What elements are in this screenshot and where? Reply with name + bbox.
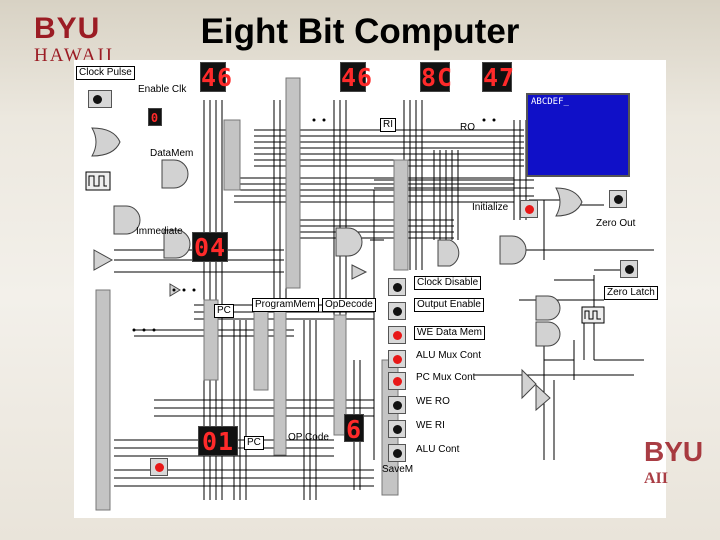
pc-display: 01 [198,426,238,456]
toggle-icon [393,355,402,364]
toggle-icon [393,331,402,340]
save-button-icon [155,463,164,472]
initialize-button[interactable] [520,200,538,218]
enable-clk-display: 0 [148,108,162,126]
control-label-pc-mux-cont: PC Mux Cont [416,372,476,383]
watermark-hawaii-text: AII [644,470,669,487]
circuit-wiring [85,77,654,511]
control-label-we-ro: WE RO [416,396,450,407]
control-toggle-alu-mux-cont[interactable] [388,350,406,368]
control-label-we-data-mem: WE Data Mem [414,326,486,340]
zero-out-label: Zero Out [596,218,636,229]
toggle-icon [393,401,402,410]
control-toggle-clock-disable[interactable] [388,278,406,296]
save-button[interactable] [150,458,168,476]
enable-clk-label: Enable Clk [138,84,187,95]
immediate-display: 04 [192,232,228,262]
control-label-output-enable: Output Enable [414,298,484,312]
watermark-byu-text: BYU [644,436,704,467]
control-toggle-output-enable[interactable] [388,302,406,320]
ro-label: RO [460,122,475,133]
opcode-display: 6 [344,414,364,444]
ri-label: RI [380,118,396,132]
control-label-clock-disable: Clock Disable [414,276,482,290]
circuit-canvas: Clock Pulse Enable Clk DataMem Immediate… [74,60,666,518]
byu-hawaii-watermark: BYU AII [640,436,703,496]
clock-pulse-button[interactable] [88,90,112,108]
zero-out-indicator [609,190,627,208]
zero-latch-indicator [620,260,638,278]
terminal-screen: ABCDEF_ [526,93,630,177]
initialize-label: Initialize [472,202,509,213]
seven-segment-display-3: 8C [420,62,454,92]
logo-byu-text: BYU [34,12,101,45]
op-decode-label: OpDecode [322,298,376,312]
terminal-screen-text: ABCDEF_ [531,97,569,107]
control-toggle-we-ro[interactable] [388,396,406,414]
control-toggle-pc-mux-cont[interactable] [388,372,406,390]
seven-segment-display-2: 46 [340,62,374,92]
initialize-icon [525,205,534,214]
clock-pulse-icon [93,95,102,104]
control-label-we-ri: WE RI [416,420,445,431]
toggle-icon [393,377,402,386]
toggle-icon [393,425,402,434]
control-toggle-we-data-mem[interactable] [388,326,406,344]
seven-segment-display-1: 46 [200,62,234,92]
control-toggle-we-ri[interactable] [388,420,406,438]
control-label-alu-mux-cont: ALU Mux Cont [416,350,482,361]
pc-label-2: PC [244,436,264,450]
zero-out-icon [614,195,623,204]
op-code-label: OP Code [288,432,329,443]
zero-latch-icon [625,265,634,274]
toggle-icon [393,307,402,316]
zero-latch-label: Zero Latch [604,286,658,300]
toggle-icon [393,449,402,458]
toggle-icon [393,283,402,292]
immediate-label: Immediate [136,226,183,237]
program-mem-label: ProgramMem [252,298,319,312]
save-m-label: SaveM [382,464,414,475]
data-mem-label: DataMem [150,148,194,159]
seven-segment-display-4: 47 [482,62,516,92]
control-toggle-alu-cont[interactable] [388,444,406,462]
clock-pulse-label: Clock Pulse [76,66,135,80]
control-label-alu-cont: ALU Cont [416,444,460,455]
pc-label: PC [214,304,234,318]
slide-title: Eight Bit Computer [200,12,520,51]
